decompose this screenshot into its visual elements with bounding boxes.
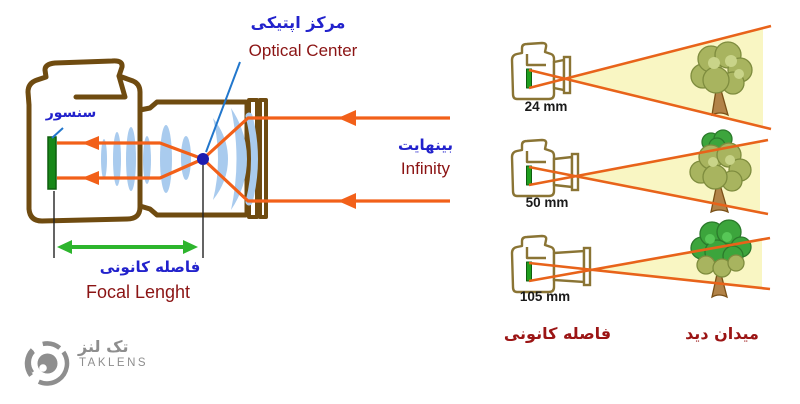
camera-50mm [510,138,580,198]
camera-105mm [510,234,592,294]
optical-center-label-fa: مرکز اپتیکی [250,13,346,32]
optical-center-pointer-line [205,61,241,153]
optical-center-dot [197,153,209,165]
tree-50mm [689,129,752,214]
taklens-logo-mark [24,341,70,386]
sensor-bar [47,136,57,190]
focal-24mm-label: 24 mm [524,99,568,114]
sensor-label-fa: سنسور [45,105,97,121]
camera-24mm [510,41,572,101]
lens-elements [101,108,258,210]
field-of-view-column-label: میدان دید [685,324,759,343]
focal-length-label-fa: فاصله کانونی [99,258,201,276]
infinity-label-fa: بینهایت [398,136,453,154]
taklens-logo-text-en: TAKLENS [79,357,149,369]
infinity-label-en: Infinity [400,159,451,178]
focal-length-column-label: فاصله کانونی [503,324,612,343]
ray-arrowheads [82,110,356,209]
measurement-lines [53,165,204,258]
taklens-logo-text-fa: تک لنز [78,337,129,356]
focal-50mm-label: 50 mm [525,195,569,210]
optical-center-label-en: Optical Center [248,41,358,60]
sensor-pointer-line [51,127,64,139]
focal-105mm-label: 105 mm [519,289,571,304]
focal-length-arrow [57,240,198,254]
tree-24mm [690,41,753,117]
focal-length-label-en: Focal Lenght [85,282,191,302]
fov-rays [528,24,772,291]
